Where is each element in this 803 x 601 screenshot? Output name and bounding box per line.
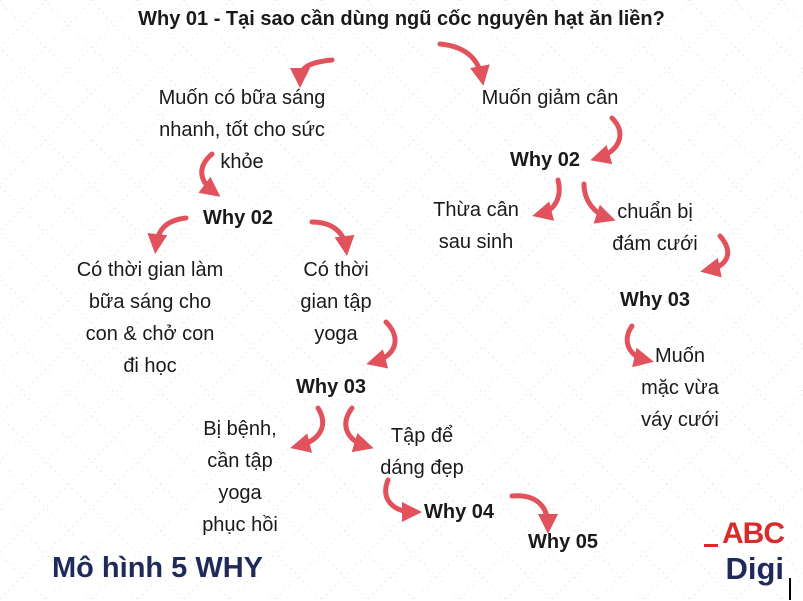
page-title: Why 01 - Tại sao cần dùng ngũ cốc nguyên… [138,8,665,30]
node-line: yoga [218,482,262,504]
node-line: nhanh, tốt cho sức [159,119,325,141]
node-line: đi học [123,355,177,377]
node-tap-de: Tập để dáng đẹp [362,420,482,484]
arrow-tap-de-to-why04 [383,477,422,522]
arrow-title-to-left [290,57,335,88]
why-label-left-02: Why 02 [203,207,274,229]
arrow-why02r-to-thua-can [532,177,562,221]
node-line: dáng đẹp [380,457,464,479]
node-line: Muốn [654,345,706,367]
node-line: bữa sáng cho [88,291,212,313]
node-line: Tập để [390,425,454,447]
node-line: váy cưới [641,409,719,431]
arrow-why03-to-bi-benh [290,405,325,453]
why-label-right-03: Why 03 [620,289,691,311]
edge-bar [789,578,791,600]
node-line: yoga [314,323,358,345]
arrow-why03-to-tap-de [343,405,374,453]
node-line: Có thời gian làm [76,259,224,281]
node-thua-can: Thừa cân sau sinh [416,194,536,258]
arrow-why02-to-co-thoi-gian-lam [147,215,189,254]
node-muon-giam-can: Muốn giảm cân [450,82,650,114]
node-co-thoi-gian-yoga: Có thời gian tập yoga [276,254,396,350]
node-line: cần tập [207,450,273,472]
arrow-left-to-why02 [198,151,221,197]
node-line: khỏe [220,151,264,173]
node-co-thoi-gian-lam: Có thời gian làm bữa sáng cho con & chở … [50,254,250,382]
node-chuan-bi: chuẩn bị đám cưới [595,196,715,260]
why-label-04: Why 04 [424,501,495,523]
why-label-05: Why 05 [528,531,599,553]
node-line: Thừa cân [433,199,519,221]
arrow-title-to-right [437,41,490,86]
logo-abc-text: ABC [722,517,785,550]
arrow-why02r-to-chuan-bi [581,181,616,224]
arrow-yoga-to-why03 [366,319,398,369]
node-line: mặc vừa [641,377,719,399]
arrow-right-to-why02 [590,115,623,165]
node-muon-bua-sang: Muốn có bữa sáng nhanh, tốt cho sức khỏe [122,82,362,178]
node-line: gian tập [300,291,372,313]
logo-dash [704,544,718,547]
arrow-why02-to-yoga [309,219,355,256]
abc-digi-logo: ABC Digi [700,518,786,590]
node-muon-mac: Muốn mặc vừa váy cưới [620,340,740,436]
why-label-mid-03: Why 03 [296,376,367,398]
node-line: chuẩn bị [617,201,693,223]
node-line: Bị bệnh, [203,418,277,440]
node-line: Muốn có bữa sáng [158,87,326,109]
logo-digi-text: Digi [725,551,784,586]
node-line: con & chở con [85,323,215,345]
node-line: Có thời [303,259,369,281]
arrow-why03r-to-muon-mac [624,323,654,368]
node-line: đám cưới [612,233,698,255]
arrow-why04-to-why05 [509,493,558,534]
arrow-chuan-bi-to-why03 [700,233,731,278]
model-title: Mô hình 5 WHY [52,552,264,584]
node-line: phục hồi [202,514,278,536]
node-line: Muốn giảm cân [481,87,619,109]
why-label-right-02: Why 02 [510,149,581,171]
node-bi-benh: Bị bệnh, cần tập yoga phục hồi [185,413,295,541]
node-line: sau sinh [438,231,514,253]
